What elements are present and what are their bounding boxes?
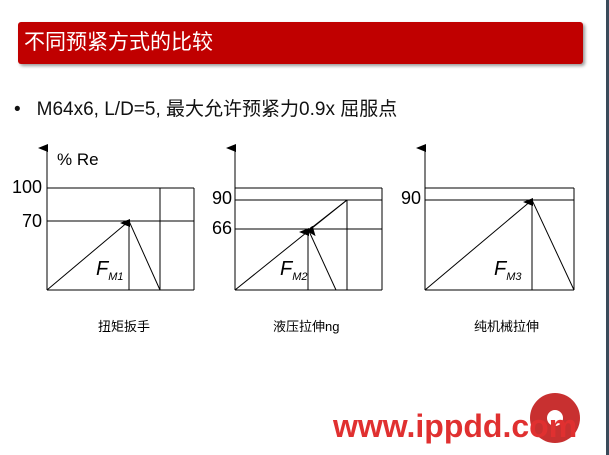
slide-title: 不同预紧方式的比较: [18, 22, 583, 64]
caption-mechanical: 纯机械拉伸: [474, 319, 540, 334]
force-label-fm2: FM2: [280, 258, 308, 283]
bullet-dot: •: [14, 99, 21, 120]
bullet-point: • M64x6, L/D=5, 最大允许预紧力0.9x 屈服点: [14, 94, 397, 121]
force-label-fm3: FM3: [494, 258, 522, 283]
diagram-torque-wrench: [38, 144, 195, 291]
logo: [530, 393, 580, 443]
diagram-mechanical-tensioning: [416, 144, 575, 291]
caption-hydraulic: 液压拉伸ng: [273, 319, 340, 334]
tick-90: 90: [401, 188, 422, 208]
y-axis-unit: % Re: [57, 150, 99, 169]
window-edge: [606, 0, 609, 455]
tick-70: 70: [22, 211, 43, 231]
tick-90: 90: [212, 188, 233, 208]
caption-torque-wrench: 扭矩扳手: [98, 319, 151, 334]
force-label-fm1: FM1: [96, 258, 124, 283]
diagram-hydraulic-tensioning: [226, 144, 383, 291]
tick-66: 66: [212, 218, 233, 238]
bullet-text: M64x6, L/D=5, 最大允许预紧力0.9x 屈服点: [36, 99, 398, 120]
watermark: www.ippdd.com: [333, 408, 578, 444]
tick-100: 100: [12, 177, 43, 197]
